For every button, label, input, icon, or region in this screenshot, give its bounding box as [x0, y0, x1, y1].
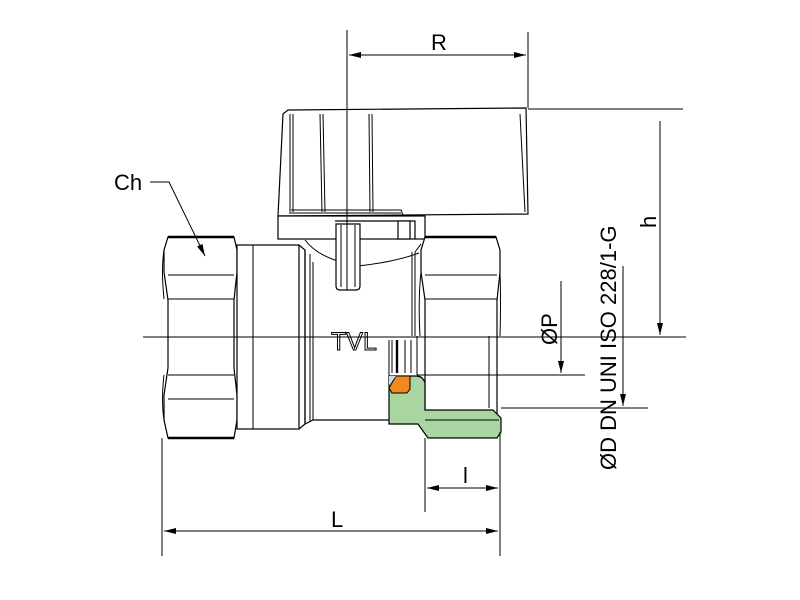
dimension-l	[424, 438, 498, 512]
dimension-label-l: l	[463, 463, 468, 488]
dimension-D	[501, 266, 648, 409]
dimension-h	[528, 108, 683, 335]
right-hex-end	[418, 235, 501, 433]
dimension-label-Ch: Ch	[114, 170, 142, 195]
dimension-L	[161, 432, 501, 556]
green-seal-section	[388, 375, 502, 439]
dimension-label-h: h	[636, 216, 661, 228]
dimension-label-P: ØP	[537, 313, 562, 345]
right-neck	[411, 243, 422, 375]
dimension-R	[349, 32, 529, 108]
orange-seat-seal	[388, 375, 411, 394]
dimension-Ch	[150, 181, 206, 257]
blue-gap	[389, 376, 396, 385]
dimension-label-R: R	[431, 30, 447, 55]
valve-stem	[335, 223, 361, 291]
dimension-label-L: L	[331, 507, 343, 532]
dimension-label-thread: ØD DN UNI ISO 228/1-G	[596, 225, 621, 470]
centerline	[143, 30, 686, 338]
lever-handle	[277, 107, 529, 217]
dimension-P	[417, 281, 585, 376]
brand-mark-tvl: TVL	[331, 328, 377, 356]
